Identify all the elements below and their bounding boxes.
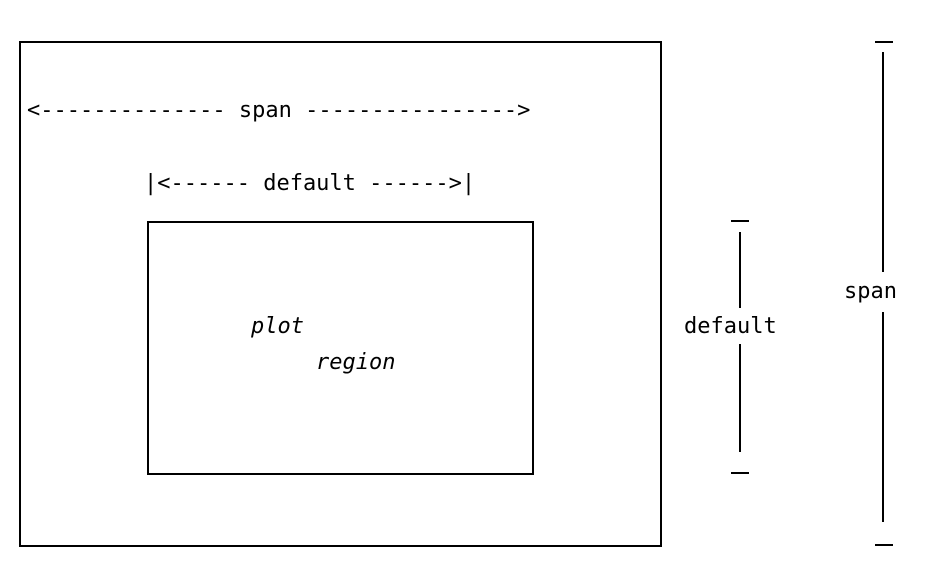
default-top-tick: [731, 220, 749, 222]
region-label: region: [316, 350, 396, 375]
horizontal-default-dimension: |<------ default ------>|: [144, 171, 476, 196]
plot-label: plot: [251, 314, 304, 339]
span-line-bottom: [882, 312, 884, 522]
default-line-bottom: [739, 344, 741, 452]
default-line-top: [739, 232, 741, 308]
plot-region-box: [147, 221, 534, 475]
span-top-tick: [875, 41, 893, 43]
horizontal-span-dimension: <-------------- span ---------------->: [27, 98, 531, 123]
span-line-top: [882, 52, 884, 272]
vertical-default-label: default: [684, 314, 777, 339]
span-region-box: [19, 41, 662, 547]
span-bottom-tick: [875, 544, 893, 546]
default-bottom-tick: [731, 472, 749, 474]
vertical-span-label: span: [844, 279, 897, 304]
